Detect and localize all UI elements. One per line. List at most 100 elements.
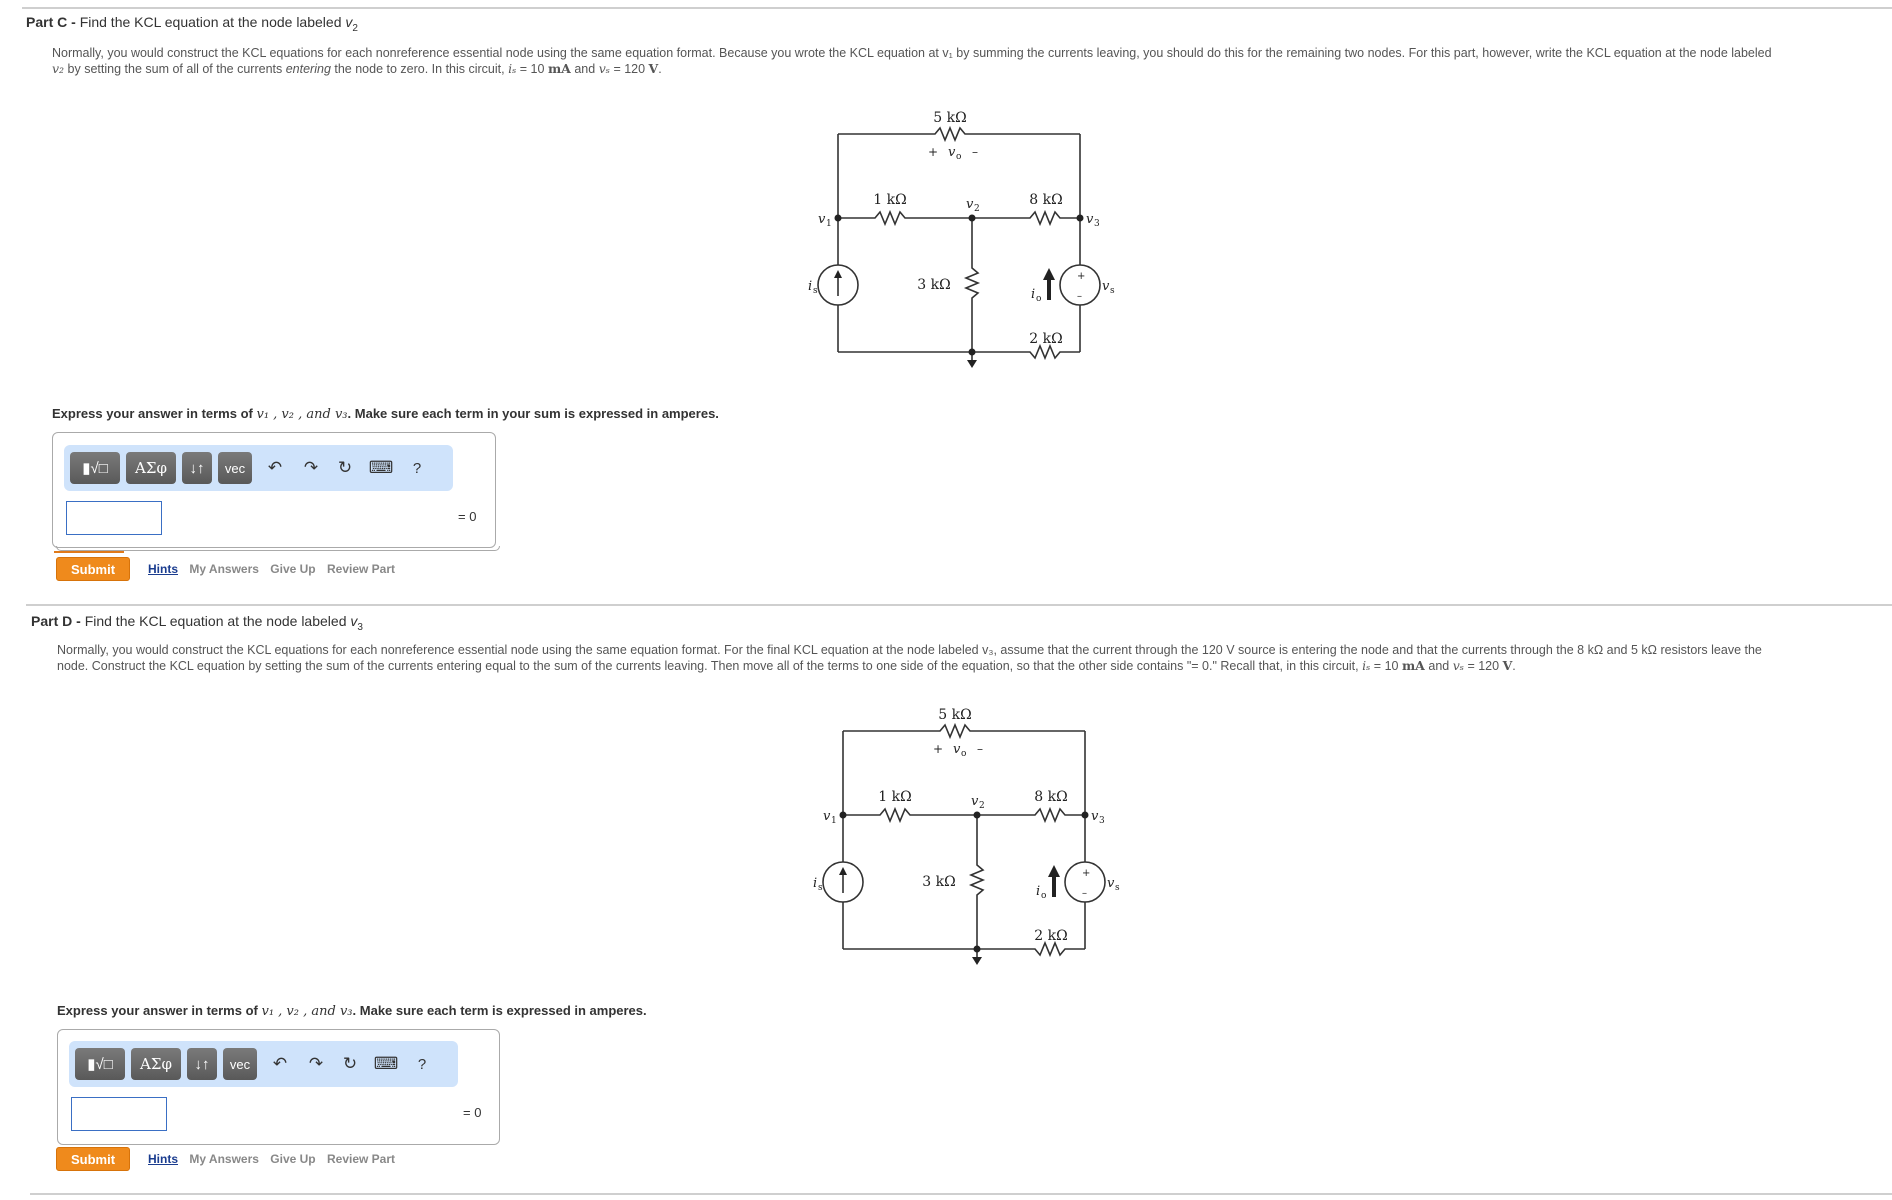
help-button[interactable]: ? [404,452,430,484]
vec-label: vec [229,1056,251,1072]
hints-link[interactable]: Hints [148,562,178,576]
text: . Make sure each term is expressed in am… [352,1003,647,1018]
is-label: i [808,279,812,294]
is-sub: s [813,286,818,296]
part-d-title: Part D - Find the KCL equation at the no… [31,613,363,633]
vector-button[interactable]: vec [223,1048,257,1080]
node-v1-sub: 1 [831,816,837,826]
keyboard-button[interactable]: ⌨ [368,452,394,484]
review-part-link[interactable]: Review Part [326,562,396,576]
hints-link[interactable]: Hints [148,1152,178,1166]
resistor-8k-label: 8 kΩ [1029,192,1062,208]
greek-symbols-button[interactable]: AΣφ [126,452,176,484]
part-c-submit-button[interactable]: Submit [56,557,130,581]
vo-minus: – [977,742,983,756]
keyboard-button[interactable]: ⌨ [373,1048,399,1080]
reset-button[interactable]: ↻ [337,1048,363,1080]
text: = 120 [1463,659,1503,673]
subscript-superscript-button[interactable]: ↓↑ [182,452,212,484]
resistor-8k-label: 8 kΩ [1034,789,1067,805]
templates-button[interactable]: ▮√□ [75,1048,125,1080]
part-c-math-toolbar: ▮√□ AΣφ ↓↑ vec ↶ ↷ ↻ ⌨ ? [64,445,453,491]
part-d-equals-zero: = 0 [463,1105,482,1120]
redo-button[interactable]: ↷ [303,1048,329,1080]
v2-var: v₂ [52,61,65,76]
help-icon: ? [417,1055,427,1073]
templates-icon: ▮√□ [82,460,108,477]
give-up-link[interactable]: Give Up [270,1152,316,1166]
reset-icon: ↻ [342,1054,358,1073]
text: . [658,62,662,76]
help-button[interactable]: ? [409,1048,435,1080]
text: the node to zero. In this circuit, [330,62,509,76]
vector-button[interactable]: vec [218,452,252,484]
text: by setting the sum of all of the current… [64,62,286,76]
part-c-action-links: Hints My Answers Give Up Review Part [148,562,403,576]
vo-plus: + [928,145,938,159]
vo-sub: o [961,749,966,759]
redo-button[interactable]: ↷ [298,452,324,484]
part-d-para-line2: node. Construct the KCL equation by sett… [57,658,1887,674]
part-divider [26,604,1892,606]
part-d-express-prompt: Express your answer in terms of v₁ , v₂ … [57,1003,647,1019]
vo-sub: o [956,152,961,162]
vars: v₁ , v₂ , and v₃ [256,407,348,422]
vo-label: v [953,742,961,757]
resistor-2k-label: 2 kΩ [1034,928,1067,944]
give-up-link[interactable]: Give Up [270,562,316,576]
part-d-math-toolbar: ▮√□ AΣφ ↓↑ vec ↶ ↷ ↻ ⌨ ? [69,1041,458,1087]
text: and [570,62,599,76]
my-answers-link[interactable]: My Answers [189,1152,259,1166]
source-plus: + [1077,271,1085,282]
unit-ma: mA [1401,658,1425,673]
undo-button[interactable]: ↶ [262,452,288,484]
text: = 120 [609,62,649,76]
greek-icon: AΣφ [135,459,167,477]
io-sub: o [1041,891,1046,901]
vo-label: v [948,145,956,160]
vo-minus: – [972,145,978,159]
part-c-answer-editor: ▮√□ AΣφ ↓↑ vec ↶ ↷ ↻ ⌨ ? = 0 [52,432,496,548]
part-d-instructions: Normally, you would construct the KCL eq… [57,642,1887,674]
keyboard-icon: ⌨ [368,458,394,477]
text: and [1424,659,1453,673]
part-d-label: Part D - [31,613,81,629]
vs-sub: s [1115,883,1120,893]
node-v3-sub: 3 [1094,219,1100,229]
part-c-answer-input[interactable] [66,501,162,535]
part-c-para-line1: Normally, you would construct the KCL eq… [52,46,1772,60]
greek-icon: AΣφ [140,1055,172,1073]
part-d-answer-input[interactable] [71,1097,167,1131]
part-d-answer-editor: ▮√□ AΣφ ↓↑ vec ↶ ↷ ↻ ⌨ ? = 0 [57,1029,500,1145]
part-d-submit-button[interactable]: Submit [56,1147,130,1171]
resistor-2k-label: 2 kΩ [1029,331,1062,347]
vs-var: vₛ [1452,658,1464,673]
top-divider [22,7,1892,9]
part-c-instructions: Normally, you would construct the KCL eq… [52,45,1882,77]
text: = 10 [1370,659,1402,673]
bottom-divider [30,1193,1892,1195]
resistor-3k-label: 3 kΩ [922,874,955,890]
text: Express your answer in terms of [57,1003,258,1018]
undo-button[interactable]: ↶ [267,1048,293,1080]
reset-button[interactable]: ↻ [332,452,358,484]
is-label: i [813,876,817,891]
io-label: i [1031,287,1035,302]
part-c-equals-zero: = 0 [458,509,477,524]
unit-ma: mA [547,61,571,76]
templates-button[interactable]: ▮√□ [70,452,120,484]
subscript-superscript-button[interactable]: ↓↑ [187,1048,217,1080]
is-var: iₛ [508,61,517,76]
greek-symbols-button[interactable]: AΣφ [131,1048,181,1080]
io-sub: o [1036,294,1041,304]
vec-label: vec [224,460,246,476]
resistor-1k-label: 1 kΩ [878,789,911,805]
resistor-5k-label: 5 kΩ [933,110,966,126]
submit-accent-line [54,551,124,553]
help-icon: ? [412,459,422,477]
review-part-link[interactable]: Review Part [326,1152,396,1166]
text: = 10 [516,62,548,76]
node-v3-label: v [1091,809,1099,824]
is-sub: s [818,883,823,893]
my-answers-link[interactable]: My Answers [189,562,259,576]
